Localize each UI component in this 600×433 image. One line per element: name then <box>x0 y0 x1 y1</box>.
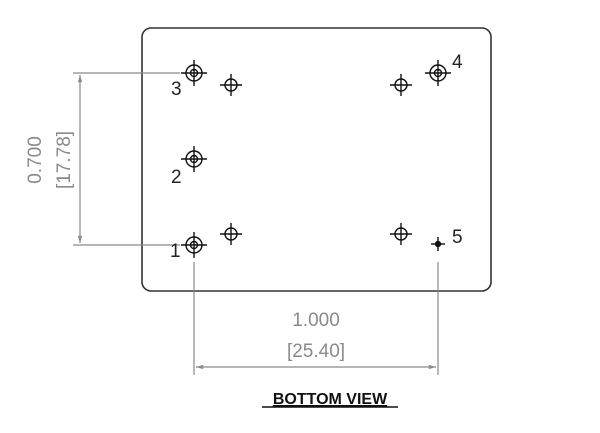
horizontal-dimension-mm: [25.40] <box>287 341 345 362</box>
standoff-icon <box>220 223 242 245</box>
standoff-icon <box>220 74 242 96</box>
pin-5-icon <box>431 237 445 251</box>
pin-2-icon <box>181 146 207 172</box>
standoff-icon <box>390 223 412 245</box>
pin-4-label: 4 <box>452 52 463 73</box>
pin-3-icon <box>181 60 207 86</box>
view-title: BOTTOM VIEW <box>273 391 388 408</box>
pin-4-icon <box>425 60 451 86</box>
vertical-dimension-inches: 0.700 <box>25 136 46 184</box>
standoff-icon <box>390 74 412 96</box>
pin-5-label: 5 <box>452 227 463 248</box>
component-outline <box>141 27 492 292</box>
pin-1-label: 1 <box>170 241 181 262</box>
vertical-dimension-mm: [17.78] <box>54 131 75 189</box>
pin-1-icon <box>181 232 207 258</box>
horizontal-dimension <box>193 262 439 375</box>
pin-3-label: 3 <box>171 79 182 100</box>
horizontal-dimension-inches: 1.000 <box>292 310 340 331</box>
pin-2-label: 2 <box>171 167 182 188</box>
vertical-dimension <box>73 72 180 246</box>
